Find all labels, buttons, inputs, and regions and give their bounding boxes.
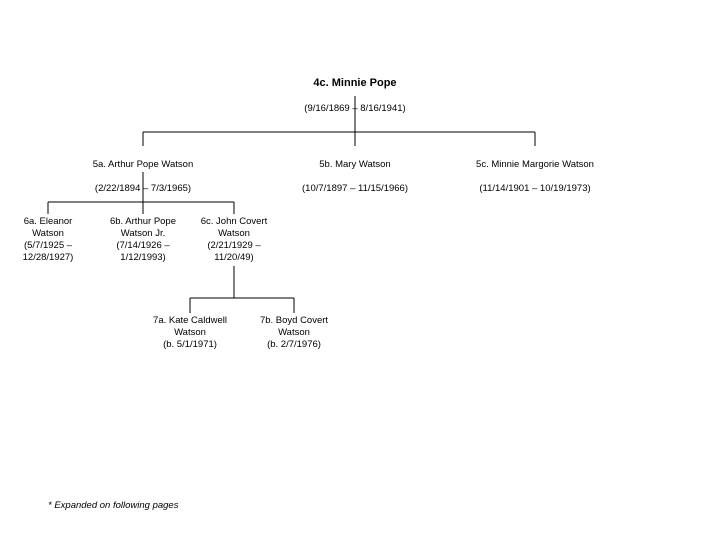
- person-dates: (2/22/1894 – 7/3/1965): [94, 183, 192, 194]
- person-6a: 6a. Eleanor Watson (5/7/1925 – 12/28/192…: [22, 216, 74, 263]
- person-name: 5c. Minnie Margorie Watson: [476, 159, 594, 170]
- person-5c: 5c. Minnie Margorie Watson (11/14/1901 –…: [455, 147, 615, 207]
- person-name: 5a. Arthur Pope Watson: [92, 159, 194, 170]
- person-dates: (9/16/1869 – 8/16/1941): [304, 103, 406, 114]
- person-5b: 5b. Mary Watson (10/7/1897 – 11/15/1966): [275, 147, 435, 207]
- person-dates: (11/14/1901 – 10/19/1973): [479, 183, 591, 194]
- person-6b: 6b. Arthur Pope Watson Jr. (7/14/1926 – …: [109, 216, 177, 263]
- person-dates: (10/7/1897 – 11/15/1966): [302, 183, 408, 194]
- footnote: * Expanded on following pages: [48, 500, 179, 511]
- person-name: 4c. Minnie Pope: [313, 77, 397, 89]
- person-5a: 5a. Arthur Pope Watson (2/22/1894 – 7/3/…: [63, 147, 223, 207]
- person-name: 5b. Mary Watson: [319, 159, 391, 170]
- person-7b: 7b. Boyd Covert Watson (b. 2/7/1976): [259, 315, 329, 350]
- person-6c: 6c. John Covert Watson (2/21/1929 – 11/2…: [200, 216, 268, 263]
- person-7a: 7a. Kate Caldwell Watson (b. 5/1/1971): [153, 315, 227, 350]
- person-4c-minnie-pope: 4c. Minnie Pope (9/16/1869 – 8/16/1941): [255, 65, 455, 127]
